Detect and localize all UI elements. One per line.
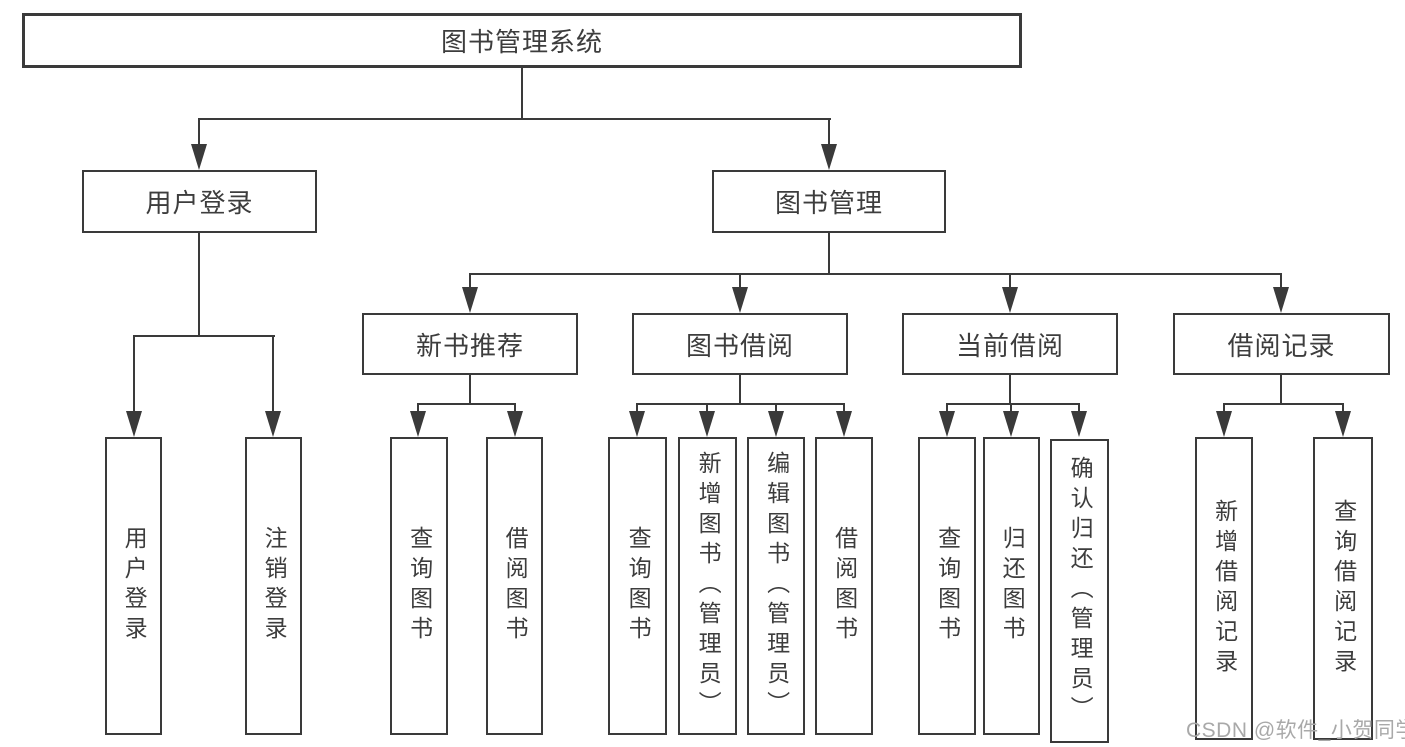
node-label: 编辑图书（管理员）	[763, 451, 790, 721]
arrowhead-down-icon	[1335, 411, 1351, 437]
connector-hline-borrow-records	[1223, 403, 1344, 405]
node-book-borrow: 图书借阅	[632, 313, 848, 375]
node-label: 借阅记录	[1227, 330, 1336, 361]
node-system-root: 图书管理系统	[22, 13, 1022, 68]
node-label: 当前借阅	[955, 330, 1064, 361]
connector-shaft	[706, 403, 708, 413]
connector-shaft	[636, 403, 638, 413]
connector-shaft	[417, 403, 419, 413]
node-label: 新增借阅记录	[1211, 498, 1238, 679]
leaf-logout: 注销登录	[245, 437, 302, 735]
connector-stem-book-borrow	[739, 375, 741, 403]
arrowhead-down-icon	[1273, 287, 1289, 313]
leaf-edit-book-admin: 编辑图书（管理员）	[747, 437, 805, 735]
connector-hline-book-borrow	[636, 403, 844, 405]
node-label: 查询图书	[934, 526, 961, 646]
arrowhead-down-icon	[191, 144, 207, 170]
node-label: 确认归还（管理员）	[1067, 456, 1094, 726]
connector-shaft	[1280, 273, 1282, 289]
arrowhead-down-icon	[836, 411, 852, 437]
node-label: 查询图书	[406, 526, 433, 646]
node-label: 图书管理系统	[440, 27, 603, 57]
connector-shaft	[272, 335, 274, 411]
connector-shaft	[739, 273, 741, 289]
arrowhead-down-icon	[462, 287, 478, 313]
arrowhead-down-icon	[629, 411, 645, 437]
node-label: 图书借阅	[685, 330, 794, 361]
connector-stem-new-book	[469, 375, 471, 403]
connector-shaft	[946, 403, 948, 413]
connector-shaft	[775, 403, 777, 413]
arrowhead-down-icon	[265, 411, 281, 437]
arrowhead-down-icon	[1003, 411, 1019, 437]
arrowhead-down-icon	[699, 411, 715, 437]
arrowhead-down-icon	[732, 287, 748, 313]
node-label: 新增图书（管理员）	[695, 451, 722, 721]
leaf-add-borrow-record: 新增借阅记录	[1195, 437, 1253, 740]
leaf-add-book-admin: 新增图书（管理员）	[678, 437, 737, 735]
node-label: 注销登录	[261, 526, 288, 646]
node-borrow-records: 借阅记录	[1173, 313, 1390, 375]
arrowhead-down-icon	[821, 144, 837, 170]
connector-hline-user-login	[133, 335, 275, 337]
leaf-query-books-recommend: 查询图书	[390, 437, 448, 735]
connector-shaft	[1223, 403, 1225, 413]
node-label: 借阅图书	[502, 526, 529, 646]
node-label: 新书推荐	[415, 330, 524, 361]
arrowhead-down-icon	[507, 411, 523, 437]
leaf-borrow-books: 借阅图书	[815, 437, 873, 735]
node-label: 查询图书	[625, 526, 652, 646]
connector-stem-root	[521, 68, 523, 120]
connector-hline-current-borrow	[946, 403, 1080, 405]
connector-shaft	[1342, 403, 1344, 413]
connector-shaft	[133, 335, 135, 411]
node-book-management: 图书管理	[712, 170, 946, 233]
leaf-query-books-borrow: 查询图书	[608, 437, 667, 735]
leaf-user-login: 用户登录	[105, 437, 162, 735]
node-label: 归还图书	[999, 526, 1026, 646]
leaf-query-borrow-record: 查询借阅记录	[1313, 437, 1373, 740]
connector-shaft	[843, 403, 845, 413]
leaf-borrow-books-recommend: 借阅图书	[486, 437, 543, 735]
node-label: 查询借阅记录	[1330, 498, 1357, 679]
arrowhead-down-icon	[126, 411, 142, 437]
arrowhead-down-icon	[1002, 287, 1018, 313]
connector-shaft	[1078, 403, 1080, 413]
node-label: 用户登录	[121, 526, 148, 646]
connector-hline-book-management	[469, 273, 1282, 275]
node-label: 借阅图书	[831, 526, 858, 646]
node-label: 用户登录	[145, 188, 254, 218]
arrowhead-down-icon	[1071, 411, 1087, 437]
node-user-login: 用户登录	[82, 170, 317, 233]
arrowhead-down-icon	[1216, 411, 1232, 437]
csdn-watermark: CSDN @软件_小贺同学	[1186, 719, 1405, 742]
arrowhead-down-icon	[939, 411, 955, 437]
leaf-confirm-return-admin: 确认归还（管理员）	[1050, 439, 1109, 743]
connector-shaft	[1009, 273, 1011, 289]
connector-stem-user-login	[198, 233, 200, 335]
node-current-borrow: 当前借阅	[902, 313, 1118, 375]
connector-hline-new-book	[417, 403, 516, 405]
connector-shaft	[514, 403, 516, 413]
leaf-query-books-current: 查询图书	[918, 437, 976, 735]
connector-stem-current-borrow	[1009, 375, 1011, 403]
leaf-return-book: 归还图书	[983, 437, 1040, 735]
node-new-book-recommend: 新书推荐	[362, 313, 578, 375]
node-label: 图书管理	[774, 188, 883, 218]
connector-shaft	[198, 118, 200, 146]
arrowhead-down-icon	[768, 411, 784, 437]
arrowhead-down-icon	[410, 411, 426, 437]
connector-shaft	[828, 118, 830, 146]
connector-hline-root	[198, 118, 831, 120]
connector-stem-book-management	[828, 233, 830, 273]
connector-shaft	[1010, 403, 1012, 413]
connector-stem-borrow-records	[1280, 375, 1282, 403]
connector-shaft	[469, 273, 471, 289]
